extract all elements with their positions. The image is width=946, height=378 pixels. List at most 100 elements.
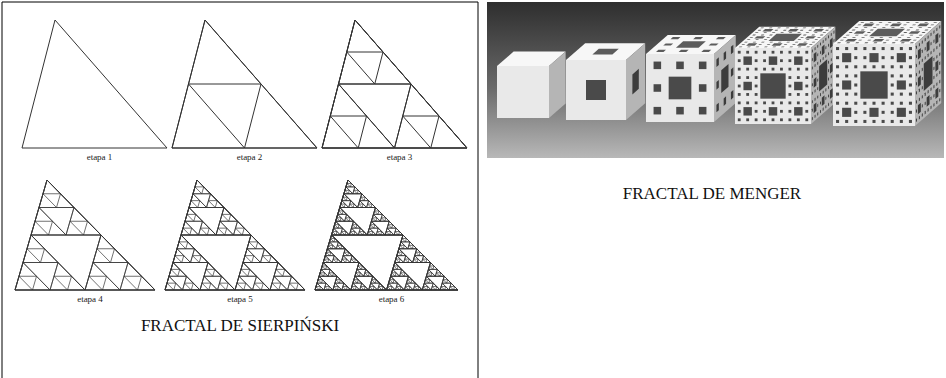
triangle-outline — [93, 249, 111, 263]
face-hole — [739, 30, 743, 63]
triangle-outline — [351, 256, 355, 259]
triangle-outline — [411, 280, 415, 283]
face-hole — [724, 96, 726, 106]
face-hole — [794, 56, 802, 64]
face-hole — [806, 23, 810, 56]
face-hole — [846, 17, 850, 53]
triangle-outline — [243, 235, 278, 263]
triangle-outline — [402, 235, 406, 238]
triangle-outline — [183, 276, 201, 290]
triangle-outline — [342, 194, 351, 201]
face-hole — [830, 63, 833, 74]
face-hole — [909, 74, 912, 77]
face-hole — [916, 85, 946, 89]
stage-label: etapa 6 — [378, 294, 406, 304]
triangle-outline — [226, 283, 235, 290]
triangle-outline — [85, 276, 103, 290]
face-hole — [922, 34, 946, 38]
triangle-outline — [387, 276, 405, 290]
triangle-outline — [334, 283, 338, 286]
cube-face — [497, 66, 549, 118]
triangle-outline — [328, 269, 337, 276]
face-hole — [769, 56, 777, 64]
triangle-outline — [351, 225, 355, 228]
triangle-outline — [351, 276, 369, 290]
table-border — [478, 2, 479, 378]
triangle-outline — [409, 287, 413, 290]
face-hole — [913, 42, 946, 46]
face-surface — [833, 44, 915, 126]
triangle-outline — [350, 256, 359, 263]
triangle-outline — [361, 266, 365, 269]
triangle-outline — [178, 269, 187, 276]
triangle-outline — [174, 283, 183, 290]
triangle-outline — [319, 263, 337, 277]
face-hole — [860, 4, 864, 40]
face-hole — [747, 30, 751, 63]
face-hole — [900, 39, 912, 42]
triangle-outline — [326, 266, 330, 269]
triangle-outline — [431, 287, 435, 290]
face-hole — [796, 66, 829, 70]
triangle-outline — [323, 235, 359, 263]
triangle-outline — [442, 280, 446, 283]
face-hole — [861, 12, 865, 48]
face-hole — [764, 23, 768, 56]
triangle-outline — [344, 190, 348, 193]
face-hole — [916, 48, 946, 52]
triangle-outline — [333, 287, 337, 290]
table-border — [2, 2, 478, 3]
face-hole — [738, 51, 741, 54]
triangle-outline — [398, 249, 402, 252]
face-hole — [806, 30, 810, 63]
face-hole — [860, 71, 887, 98]
triangle-outline — [272, 276, 281, 283]
triangle-outline — [343, 252, 347, 255]
triangle-outline — [274, 269, 283, 276]
triangle-outline — [348, 190, 352, 193]
triangle-outline — [328, 259, 332, 262]
triangle-outline — [371, 280, 375, 283]
triangle-outline — [239, 269, 248, 276]
triangle-outline — [364, 273, 368, 276]
face-hole — [870, 20, 874, 56]
triangle-outline — [440, 276, 458, 290]
face-hole — [795, 26, 799, 59]
triangle-outline — [378, 287, 382, 290]
triangle-outline — [173, 235, 208, 263]
face-hole — [780, 51, 783, 54]
triangle-outline — [387, 287, 391, 290]
triangle-outline — [436, 287, 440, 290]
triangle-outline — [327, 235, 345, 249]
face-hole — [897, 4, 901, 40]
face-hole — [772, 101, 775, 104]
cube-face — [833, 21, 941, 44]
triangle-outline — [23, 249, 41, 263]
face-hole — [836, 120, 839, 123]
face-hole — [763, 16, 767, 49]
triangle-outline — [244, 283, 253, 290]
triangle-outline — [450, 283, 454, 286]
face-hole — [804, 110, 837, 114]
face-hole — [763, 59, 766, 62]
triangle-outline — [173, 256, 182, 263]
triangle-outline — [241, 263, 250, 270]
face-hole — [743, 107, 751, 115]
face-hole — [854, 93, 857, 96]
triangle-outline — [186, 242, 195, 249]
face-hole — [836, 56, 839, 59]
triangle-outline — [19, 263, 37, 277]
face-hole — [701, 50, 711, 52]
triangle-outline — [288, 276, 306, 290]
triangle-outline — [345, 214, 354, 221]
face-hole — [913, 96, 946, 100]
face-hole — [679, 50, 689, 52]
face-hole — [764, 30, 768, 63]
face-hole — [883, 25, 887, 61]
triangle-outline — [256, 242, 265, 249]
menger-photo-ground — [487, 2, 944, 158]
cube-face — [735, 27, 835, 48]
triangle-outline — [330, 84, 366, 116]
triangle-outline — [355, 287, 359, 290]
triangle-outline — [326, 249, 330, 252]
